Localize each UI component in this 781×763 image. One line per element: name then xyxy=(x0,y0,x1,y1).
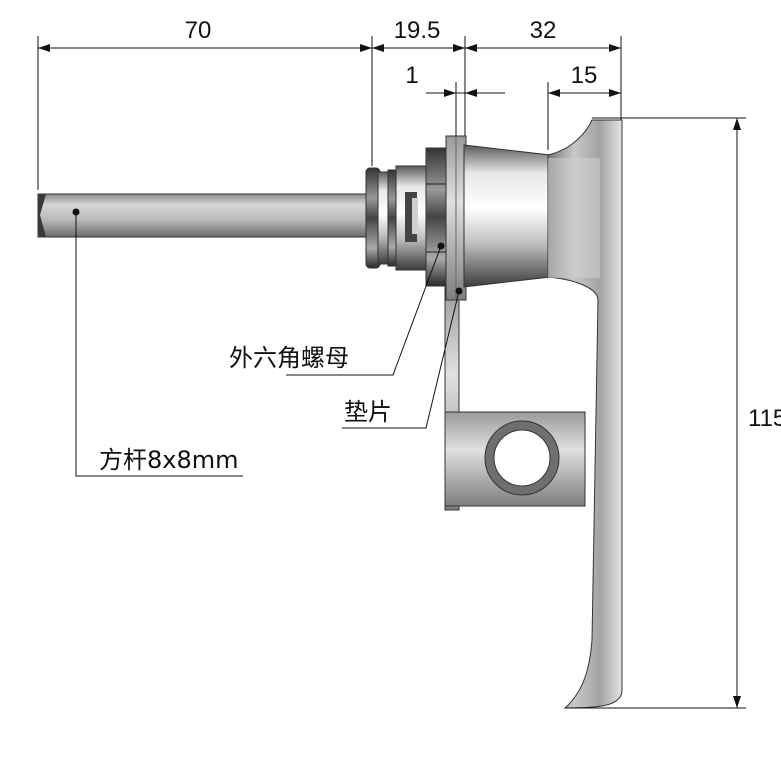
dim-washer-thickness: 1 xyxy=(405,62,418,89)
callout-leaders xyxy=(72,208,463,477)
lock-assembly xyxy=(37,119,623,709)
dimension-lines xyxy=(37,36,746,709)
dim-lock-body: 19.5 xyxy=(394,17,441,44)
hex-nut xyxy=(425,147,447,287)
dim-handle-grip: 15 xyxy=(571,62,598,89)
washer xyxy=(445,135,467,301)
callout-hex-nut: 外六角螺母 xyxy=(229,344,349,372)
dim-rod-length: 70 xyxy=(185,17,212,44)
mounting-plate xyxy=(444,284,586,511)
lock-body xyxy=(463,144,551,288)
callout-washer: 垫片 xyxy=(344,398,392,426)
tailpiece xyxy=(365,165,427,271)
dim-handle-depth: 32 xyxy=(530,17,557,44)
callout-square-rod: 方杆8x8mm xyxy=(99,446,239,474)
square-rod xyxy=(37,193,369,238)
dim-handle-height: 115 xyxy=(748,405,781,432)
handle xyxy=(547,119,623,709)
